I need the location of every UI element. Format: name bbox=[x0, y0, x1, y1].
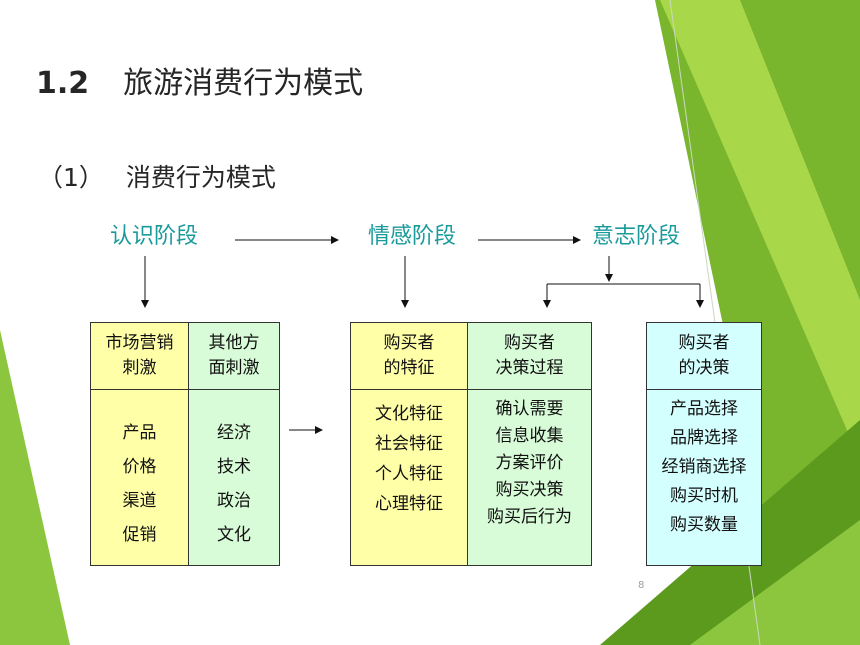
list-item: 个人特征 bbox=[375, 464, 443, 484]
stage-volition: 意志阶段 bbox=[592, 224, 681, 249]
list-item: 促销 bbox=[122, 525, 157, 545]
header-line: 购买者 bbox=[678, 333, 730, 353]
buyer-box: 购买者 的特征 购买者 决策过程 文化特征 社会特征 个人特征 心理特征 确认需… bbox=[350, 322, 592, 566]
list-item: 经济 bbox=[217, 423, 251, 443]
header-line: 刺激 bbox=[122, 358, 157, 378]
list-item: 经销商选择 bbox=[661, 457, 747, 477]
title-text: 旅游消费行为模式 bbox=[123, 66, 364, 101]
page-title: 1.2 旅游消费行为模式 bbox=[36, 58, 363, 102]
header-line: 面刺激 bbox=[208, 358, 260, 378]
list-item: 文化特征 bbox=[375, 404, 443, 424]
marketing-stimuli-list: 产品 价格 渠道 促销 bbox=[91, 390, 189, 565]
title-number: 1.2 bbox=[36, 66, 90, 101]
decision-process-list: 确认需要 信息收集 方案评价 购买决策 购买后行为 bbox=[468, 390, 591, 565]
header-line: 购买者 bbox=[504, 333, 555, 353]
list-item: 产品 bbox=[122, 423, 157, 443]
list-item: 政治 bbox=[217, 491, 251, 511]
list-item: 社会特征 bbox=[375, 434, 443, 454]
buyer-characteristics-header: 购买者 的特征 bbox=[351, 323, 468, 390]
list-item: 产品选择 bbox=[670, 399, 738, 419]
list-item: 购买后行为 bbox=[487, 507, 572, 527]
list-item: 购买决策 bbox=[495, 480, 564, 500]
section-subtitle: （1） 消费行为模式 bbox=[38, 158, 276, 194]
buyer-characteristics-list: 文化特征 社会特征 个人特征 心理特征 bbox=[351, 390, 468, 565]
subtitle-number: （1） bbox=[38, 163, 104, 192]
header-line: 决策过程 bbox=[495, 358, 564, 378]
list-item: 心理特征 bbox=[375, 494, 443, 514]
header-line: 市场营销 bbox=[105, 333, 174, 353]
list-item: 渠道 bbox=[122, 491, 157, 511]
header-line: 的特征 bbox=[383, 358, 435, 378]
left-leaf-shape bbox=[0, 330, 70, 645]
right-leaf-bottom-light bbox=[690, 520, 860, 645]
header-line: 购买者 bbox=[383, 333, 435, 353]
header-line: 的决策 bbox=[678, 358, 730, 378]
stage-emotion: 情感阶段 bbox=[368, 224, 457, 249]
stimuli-box: 市场营销 刺激 其他方 面刺激 产品 价格 渠道 促销 经济 技术 政治 文化 bbox=[90, 322, 280, 566]
list-item: 购买时机 bbox=[670, 486, 738, 506]
list-item: 方案评价 bbox=[495, 453, 564, 473]
other-stimuli-header: 其他方 面刺激 bbox=[189, 323, 279, 390]
right-leaf-light bbox=[660, 0, 860, 460]
buyer-decision-list: 产品选择 品牌选择 经销商选择 购买时机 购买数量 bbox=[647, 390, 761, 565]
other-stimuli-list: 经济 技术 政治 文化 bbox=[189, 390, 279, 565]
list-item: 信息收集 bbox=[495, 426, 564, 446]
page-number: 8 bbox=[638, 580, 645, 591]
list-item: 技术 bbox=[217, 457, 251, 477]
marketing-stimuli-header: 市场营销 刺激 bbox=[91, 323, 189, 390]
buyer-decision-header: 购买者 的决策 bbox=[647, 323, 761, 390]
list-item: 确认需要 bbox=[495, 399, 564, 419]
list-item: 购买数量 bbox=[670, 515, 738, 535]
list-item: 文化 bbox=[217, 525, 251, 545]
list-item: 品牌选择 bbox=[670, 428, 738, 448]
subtitle-text: 消费行为模式 bbox=[125, 163, 276, 192]
decision-box: 购买者 的决策 产品选择 品牌选择 经销商选择 购买时机 购买数量 bbox=[646, 322, 762, 566]
stage-cognition: 认识阶段 bbox=[110, 224, 199, 249]
list-item: 价格 bbox=[122, 457, 157, 477]
header-line: 其他方 bbox=[208, 333, 260, 353]
decision-process-header: 购买者 决策过程 bbox=[468, 323, 591, 390]
